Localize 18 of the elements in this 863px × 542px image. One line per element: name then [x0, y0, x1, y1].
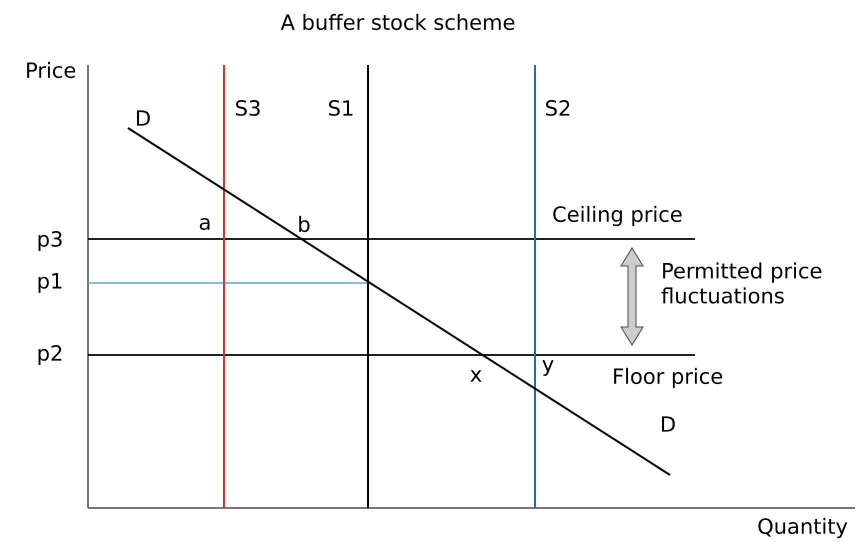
point-label: S1	[329, 100, 352, 116]
point-label: b	[299, 216, 310, 232]
point-label: a	[200, 218, 210, 230]
axis-label: Quantity	[758, 518, 848, 538]
axis-label: Price	[27, 62, 76, 78]
annotation: Permitted price fluctuations	[662, 262, 822, 304]
price-label: p1	[38, 273, 62, 293]
point-label: x	[470, 370, 482, 382]
price-label: p3	[38, 231, 62, 251]
point-label: S3	[236, 100, 260, 116]
line-label: Ceiling price	[553, 206, 682, 226]
line-label: Floor price	[614, 368, 722, 388]
point-label: S2	[546, 100, 570, 116]
point-label: D	[136, 110, 150, 126]
point-label: D	[662, 416, 675, 432]
point-label: y	[542, 360, 554, 376]
chart-title: A buffer stock scheme	[280, 14, 514, 30]
price-label: p2	[38, 345, 62, 365]
